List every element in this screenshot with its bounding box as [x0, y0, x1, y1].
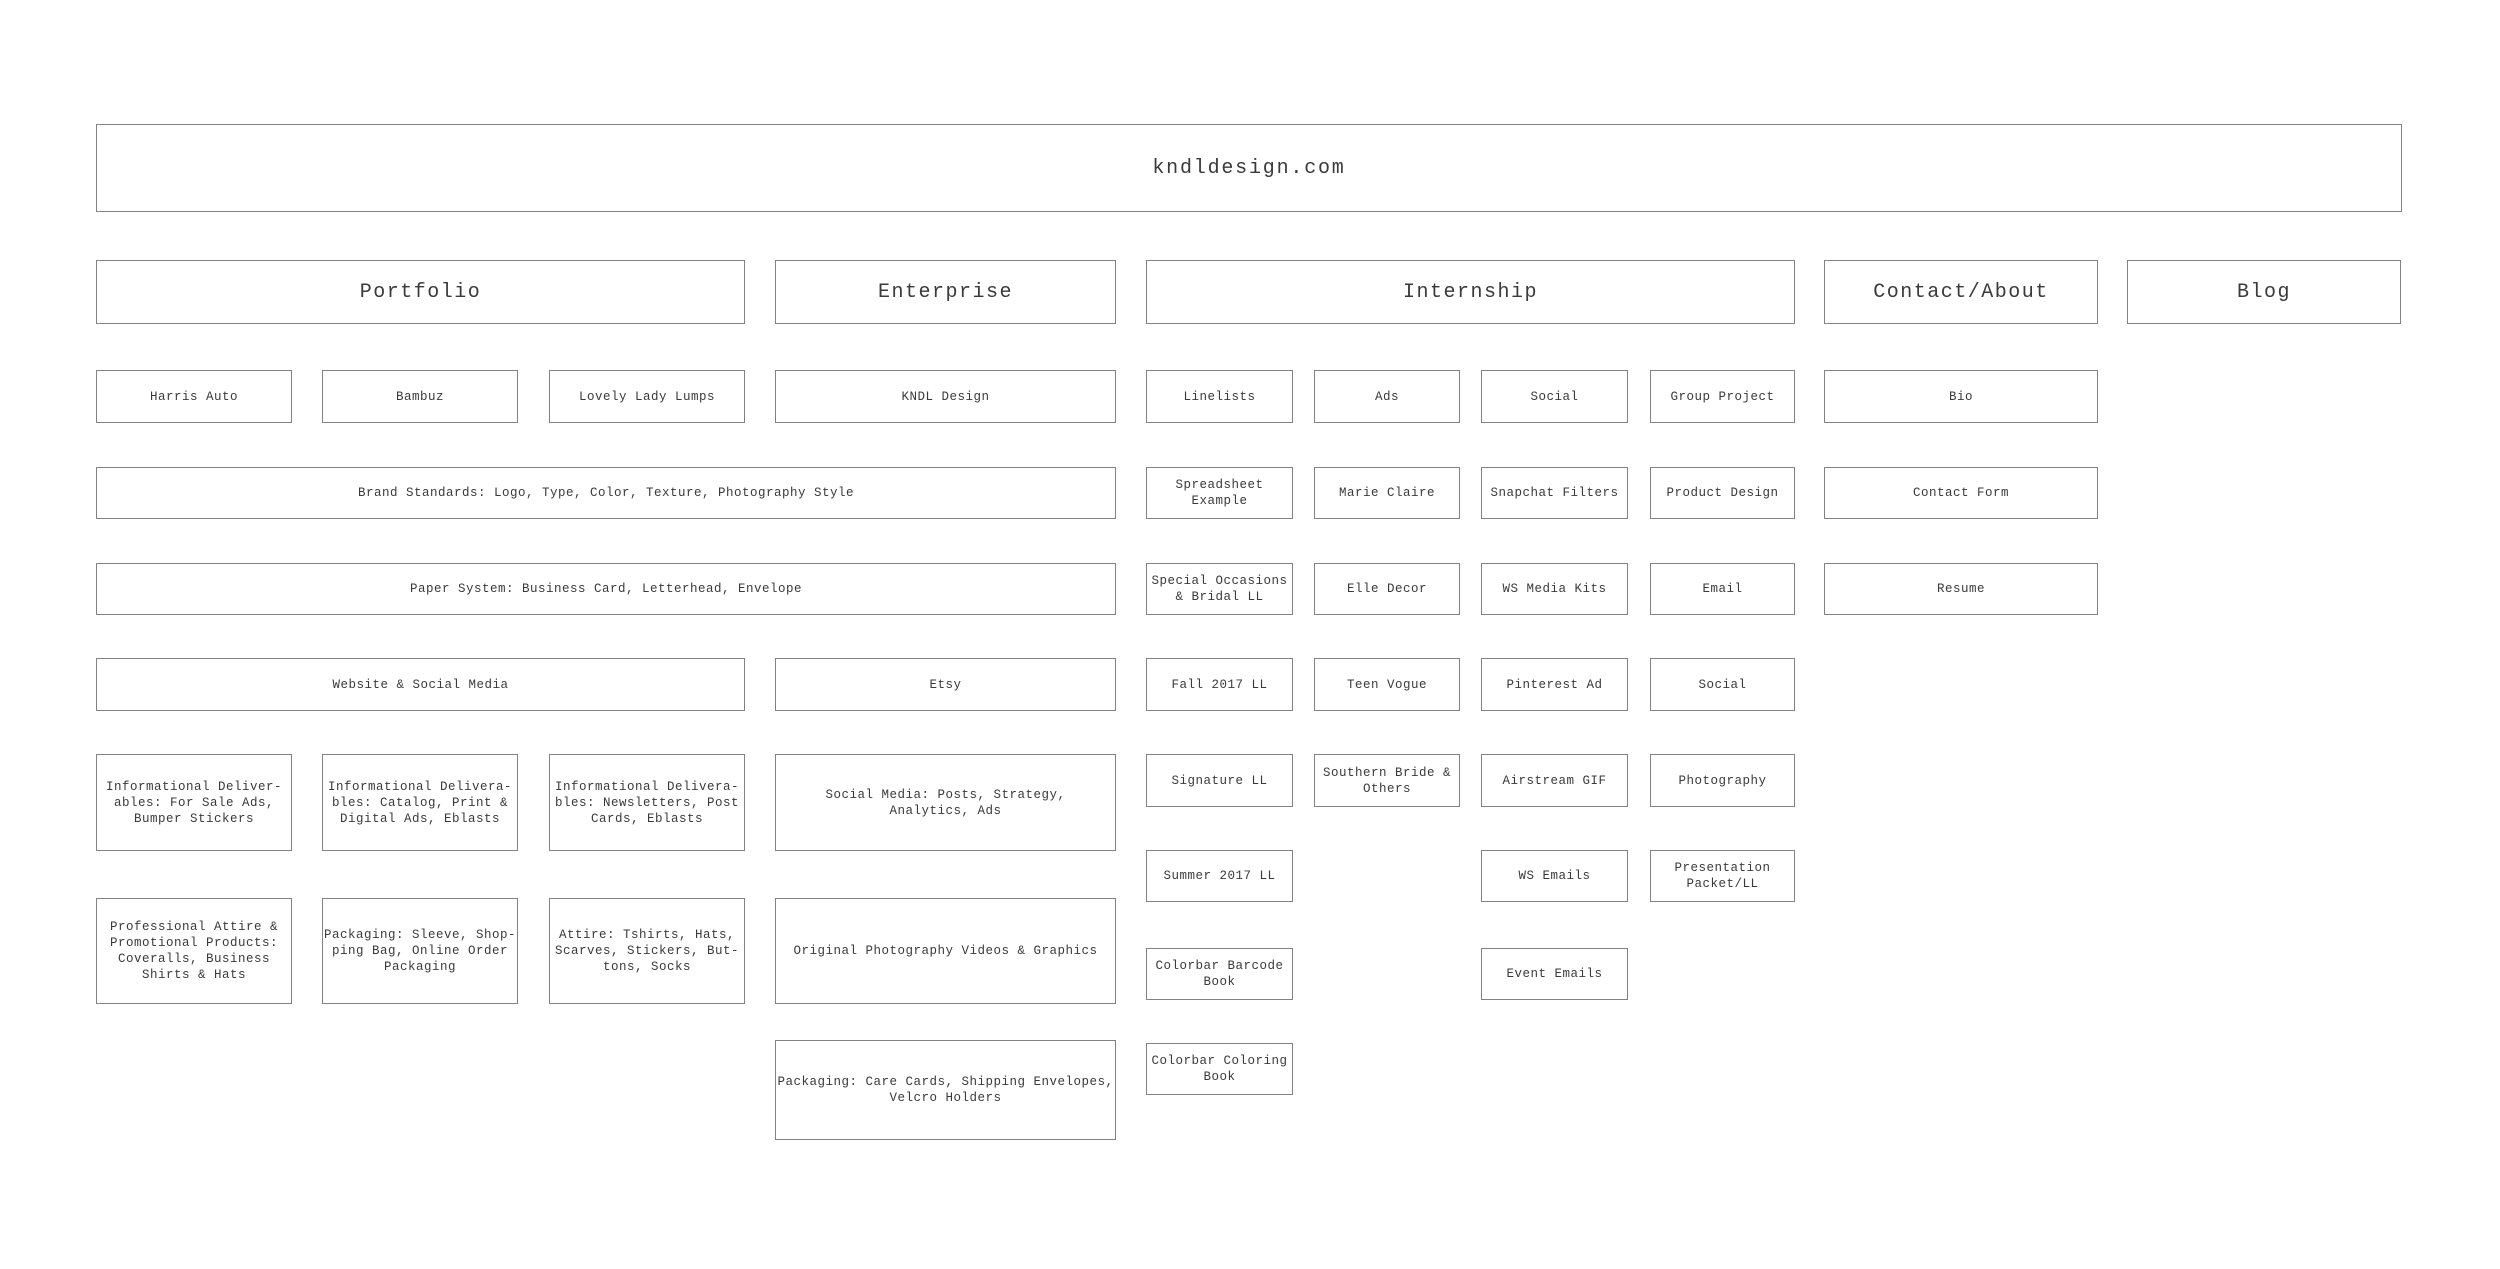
sitemap-node-section-internship: Internship — [1146, 260, 1795, 324]
sitemap-node-ws-emails: WS Emails — [1481, 850, 1628, 902]
sitemap-node-packaging-sleeve: Packaging: Sleeve, Shop- ping Bag, Onlin… — [322, 898, 518, 1004]
sitemap-node-ws-media-kits: WS Media Kits — [1481, 563, 1628, 615]
sitemap-node-bio: Bio — [1824, 370, 2098, 423]
sitemap-node-social-internship: Social — [1481, 370, 1628, 423]
sitemap-node-section-enterprise: Enterprise — [775, 260, 1116, 324]
sitemap-node-bambuz: Bambuz — [322, 370, 518, 423]
sitemap-node-packaging-care-cards: Packaging: Care Cards, Shipping Envelope… — [775, 1040, 1116, 1140]
sitemap-node-snapchat-filters: Snapchat Filters — [1481, 467, 1628, 519]
sitemap-node-signature-ll: Signature LL — [1146, 754, 1293, 807]
sitemap-node-product-design: Product Design — [1650, 467, 1795, 519]
sitemap-node-special-occasions-bridal: Special Occasions & Bridal LL — [1146, 563, 1293, 615]
sitemap-node-fall-2017-ll: Fall 2017 LL — [1146, 658, 1293, 711]
sitemap-node-info-deliverables-catalog: Informational Delivera- bles: Catalog, P… — [322, 754, 518, 851]
sitemap-node-section-portfolio: Portfolio — [96, 260, 745, 324]
sitemap-node-airstream-gif: Airstream GIF — [1481, 754, 1628, 807]
sitemap-node-professional-attire-promo: Professional Attire & Promotional Produc… — [96, 898, 292, 1004]
sitemap-node-lovely-lady-lumps: Lovely Lady Lumps — [549, 370, 745, 423]
sitemap-node-social-media-posts: Social Media: Posts, Strategy, Analytics… — [775, 754, 1116, 851]
sitemap-node-website-social-media: Website & Social Media — [96, 658, 745, 711]
sitemap-node-photography: Photography — [1650, 754, 1795, 807]
sitemap-node-etsy: Etsy — [775, 658, 1116, 711]
sitemap-node-colorbar-coloring-book: Colorbar Coloring Book — [1146, 1043, 1293, 1095]
sitemap-node-contact-form: Contact Form — [1824, 467, 2098, 519]
sitemap-node-teen-vogue: Teen Vogue — [1314, 658, 1460, 711]
sitemap-node-elle-decor: Elle Decor — [1314, 563, 1460, 615]
sitemap-node-section-contact-about: Contact/About — [1824, 260, 2098, 324]
sitemap-node-original-photography: Original Photography Videos & Graphics — [775, 898, 1116, 1004]
sitemap-node-social-group-project: Social — [1650, 658, 1795, 711]
sitemap-node-info-deliverables-for-sale: Informational Deliver- ables: For Sale A… — [96, 754, 292, 851]
sitemap-node-email: Email — [1650, 563, 1795, 615]
sitemap-node-site-title: kndldesign.com — [96, 124, 2402, 212]
sitemap-node-marie-claire: Marie Claire — [1314, 467, 1460, 519]
sitemap-node-group-project: Group Project — [1650, 370, 1795, 423]
sitemap-node-presentation-packet-ll: Presentation Packet/LL — [1650, 850, 1795, 902]
sitemap-node-spreadsheet-example: Spreadsheet Example — [1146, 467, 1293, 519]
sitemap-node-linelists: Linelists — [1146, 370, 1293, 423]
sitemap-node-kndl-design: KNDL Design — [775, 370, 1116, 423]
sitemap-node-event-emails: Event Emails — [1481, 948, 1628, 1000]
sitemap-node-southern-bride-others: Southern Bride & Others — [1314, 754, 1460, 807]
sitemap-node-colorbar-barcode-book: Colorbar Barcode Book — [1146, 948, 1293, 1000]
sitemap-node-attire-tshirts: Attire: Tshirts, Hats, Scarves, Stickers… — [549, 898, 745, 1004]
sitemap-node-info-deliverables-newsletters: Informational Delivera- bles: Newsletter… — [549, 754, 745, 851]
sitemap-node-ads: Ads — [1314, 370, 1460, 423]
sitemap-node-summer-2017-ll: Summer 2017 LL — [1146, 850, 1293, 902]
sitemap-node-resume: Resume — [1824, 563, 2098, 615]
sitemap-node-pinterest-ad: Pinterest Ad — [1481, 658, 1628, 711]
sitemap-node-brand-standards: Brand Standards: Logo, Type, Color, Text… — [96, 467, 1116, 519]
sitemap-node-paper-system: Paper System: Business Card, Letterhead,… — [96, 563, 1116, 615]
sitemap-node-section-blog: Blog — [2127, 260, 2401, 324]
sitemap-node-harris-auto: Harris Auto — [96, 370, 292, 423]
